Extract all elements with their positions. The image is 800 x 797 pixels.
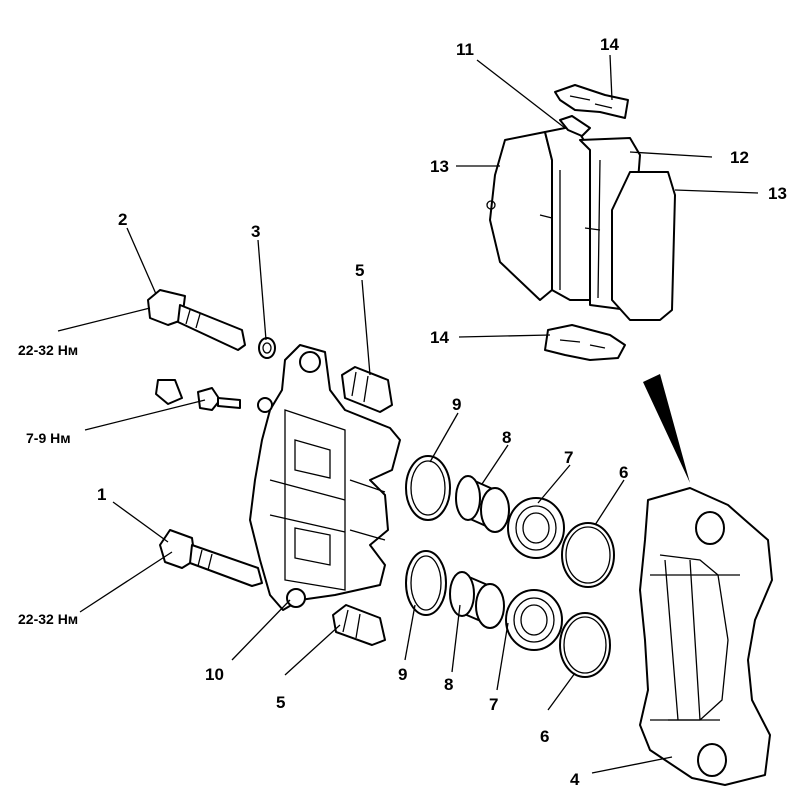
- guide-boot-lower: [332, 604, 386, 646]
- callout-9a: 9: [452, 395, 461, 414]
- callout-11: 11: [456, 40, 474, 59]
- callout-7a: 7: [564, 448, 573, 467]
- callout-5b: 5: [276, 693, 285, 712]
- guide-bolt-lower: [159, 529, 263, 587]
- callout-3: 3: [251, 222, 260, 241]
- callout-1: 1: [97, 485, 106, 504]
- callout-4: 4: [570, 770, 580, 789]
- leader-lines: [57, 54, 759, 774]
- caliper-body: [249, 344, 401, 611]
- guide-boot-upper: [341, 366, 393, 413]
- caliper-bracket: [639, 487, 773, 786]
- dust-boot-upper: [507, 497, 565, 559]
- bushing-3: [258, 337, 276, 359]
- torque-labels: 22-32 Нм 7-9 Нм 22-32 Нм: [18, 342, 78, 627]
- bleeder-screw: [197, 387, 241, 411]
- callout-labels: 1 2 3 4 5 5 6 6 7 7 8 8 9 9 10 11 12 13 …: [97, 35, 787, 789]
- callout-8b: 8: [444, 675, 453, 694]
- callout-8a: 8: [502, 428, 511, 447]
- callout-14b: 14: [430, 328, 449, 347]
- piston-seal-lower: [405, 550, 447, 616]
- caliper-lower-bolt-hole: [286, 588, 306, 608]
- callout-14a: 14: [600, 35, 619, 54]
- callout-12: 12: [730, 148, 749, 167]
- callout-2: 2: [118, 210, 127, 229]
- retaining-ring-lower: [559, 612, 611, 678]
- callout-6a: 6: [619, 463, 628, 482]
- outer-pad-right: [611, 171, 676, 321]
- callout-13b: 13: [768, 184, 787, 203]
- torque-lower-bolt: 22-32 Нм: [18, 611, 78, 627]
- pad-assembly: [486, 125, 676, 321]
- anti-rattle-clip-small: [559, 115, 591, 137]
- guide-bolt-upper: [147, 289, 246, 351]
- anti-rattle-clip-upper: [554, 84, 629, 119]
- callout-13a: 13: [430, 157, 449, 176]
- piston-lower: [449, 571, 505, 629]
- pad-backing-plate-left: [544, 125, 591, 301]
- piston-upper: [455, 475, 510, 533]
- dust-boot-lower: [505, 589, 563, 651]
- torque-upper-bolt: 22-32 Нм: [18, 342, 78, 358]
- anti-rattle-clip-lower: [544, 324, 626, 361]
- callout-6b: 6: [540, 727, 549, 746]
- callout-9b: 9: [398, 665, 407, 684]
- torque-bleeder: 7-9 Нм: [26, 430, 71, 446]
- view-direction-arrow: [643, 374, 690, 483]
- callout-7b: 7: [489, 695, 498, 714]
- caliper-upper-bolt-hole: [299, 351, 321, 373]
- callout-5a: 5: [355, 261, 364, 280]
- bleeder-cap: [155, 379, 183, 405]
- retaining-ring-upper: [561, 522, 615, 588]
- callout-10: 10: [205, 665, 224, 684]
- piston-seal-upper: [405, 455, 451, 521]
